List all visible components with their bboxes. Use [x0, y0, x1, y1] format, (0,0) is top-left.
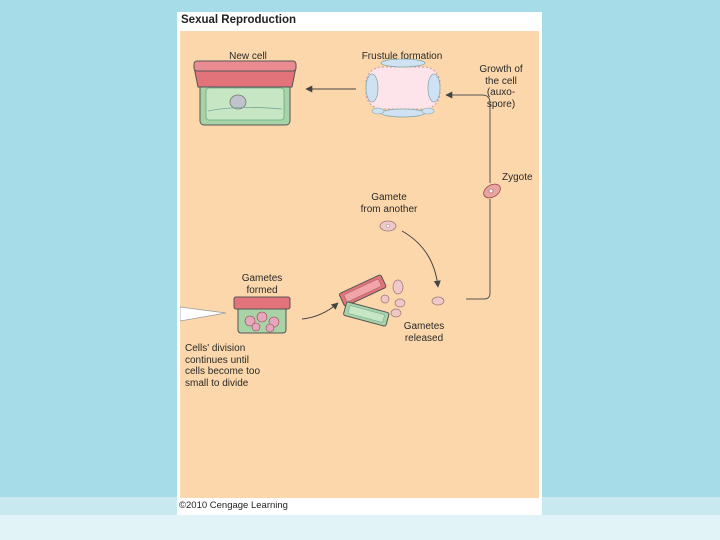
figure-title: Sexual Reproduction	[181, 14, 297, 26]
open-frustule	[339, 274, 390, 327]
label-gamete-from-another: Gamete from another	[360, 192, 418, 215]
label-new-cell: New cell	[229, 51, 267, 62]
zygote-cell	[483, 183, 501, 199]
gametes-formed-cell	[233, 296, 291, 334]
diagram-art	[180, 58, 501, 334]
label-zygote: Zygote	[502, 172, 533, 183]
gamete-from-another	[379, 220, 397, 232]
label-frustule-formation: Frustule formation	[361, 51, 443, 62]
label-cells-division: Cells' division continues until cells be…	[185, 343, 261, 389]
figure-page: Sexual Reproduction	[177, 12, 542, 515]
released-gametes	[380, 279, 445, 318]
slide-bottom-strip	[0, 515, 720, 540]
label-gametes-formed: Gametes formed	[241, 273, 283, 296]
auxospore-frustule	[365, 58, 441, 118]
diagram-panel: New cell Frustule formation Growth of th…	[180, 31, 539, 498]
new-cell-diatom	[193, 60, 297, 126]
label-growth-of-cell: Growth of the cell (auxo- spore)	[479, 64, 523, 110]
label-gametes-released: Gametes released	[403, 321, 445, 344]
copyright-notice: ©2010 Cengage Learning	[179, 500, 288, 511]
